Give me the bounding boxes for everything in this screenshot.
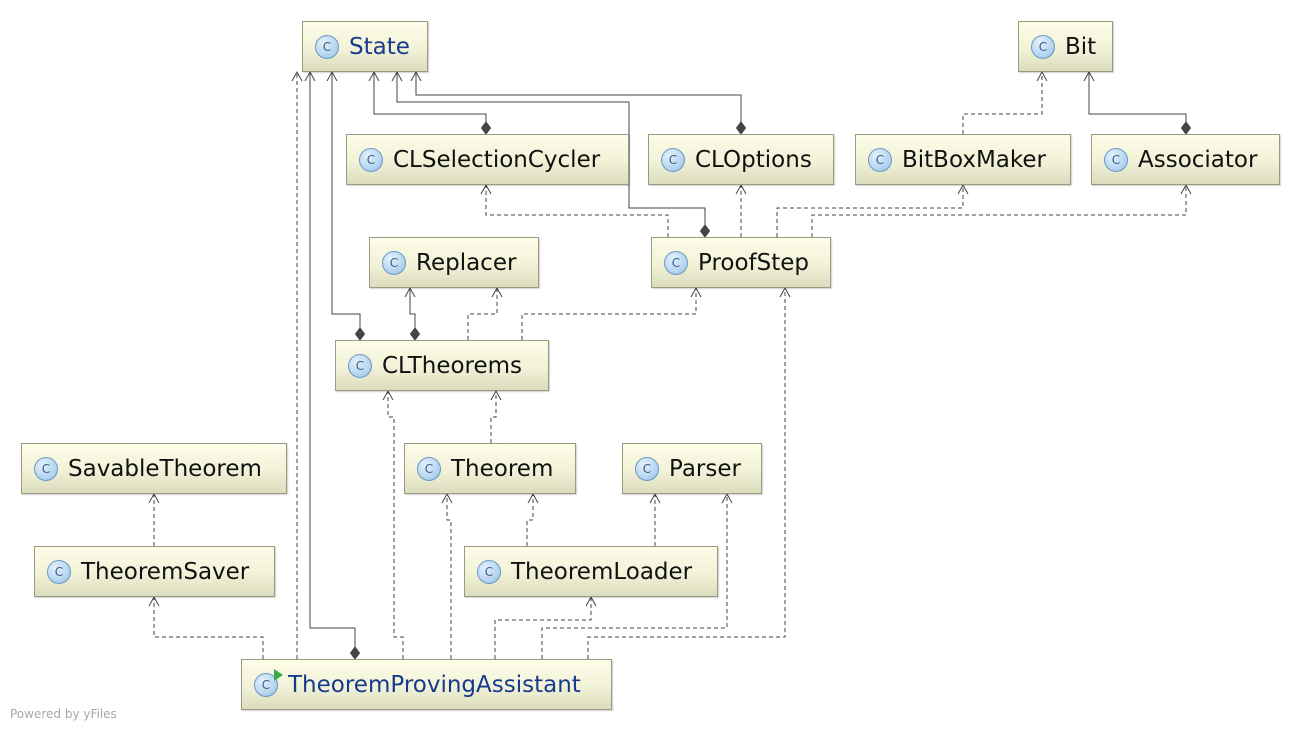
edge-composition-associator-to-bit [1083, 70, 1192, 135]
class-icon: C [315, 34, 339, 59]
edge-composition-theoremprovingassistant-to-state [304, 70, 361, 660]
node-theoremprovingassistant[interactable]: C TheoremProvingAssistant [241, 659, 612, 710]
node-label: Theorem [451, 455, 554, 482]
class-icon: C [868, 147, 892, 172]
edge-dependency-theoremsaver-to-savabletheorem [148, 492, 160, 546]
edge-dependency-theoremprovingassistant-to-cltheorems [382, 389, 404, 659]
node-label: ProofStep [698, 249, 810, 276]
node-label: State [349, 33, 410, 60]
edge-dependency-theoremprovingassistant-to-parser [541, 492, 733, 659]
edge-dependency-theoremprovingassistant-to-proofstep [587, 286, 791, 659]
node-theoremloader[interactable]: C TheoremLoader [464, 546, 718, 597]
node-savabletheorem[interactable]: C SavableTheorem [21, 443, 287, 494]
node-label: SavableTheorem [68, 455, 262, 482]
edge-dependency-cltheorems-to-proofstep [521, 286, 702, 340]
node-bitboxmaker[interactable]: C BitBoxMaker [855, 134, 1071, 185]
edge-dependency-theoremprovingassistant-to-theoremloader [494, 595, 597, 659]
edge-dependency-theoremloader-to-parser [649, 492, 661, 546]
edge-dependency-theorem-to-cltheorems [490, 389, 502, 443]
node-cloptions[interactable]: C CLOptions [648, 134, 834, 185]
node-clselectioncycler[interactable]: C CLSelectionCycler [346, 134, 629, 185]
node-label: Replacer [416, 249, 517, 276]
edge-composition-proofstep-to-state [391, 70, 711, 238]
class-icon: C [348, 353, 372, 378]
node-bit[interactable]: C Bit [1018, 21, 1113, 72]
powered-by-footer: Powered by yFiles [10, 707, 117, 721]
node-state[interactable]: C State [302, 21, 428, 72]
edge-dependency-proofstep-to-clselectioncycler [480, 183, 669, 237]
edge-composition-cloptions-to-state [410, 70, 747, 135]
edge-composition-cltheorems-to-replacer [404, 286, 421, 341]
node-label: CLTheorems [382, 352, 523, 379]
class-icon: C [661, 147, 685, 172]
node-cltheorems[interactable]: C CLTheorems [335, 340, 549, 391]
edge-dependency-theoremprovingassistant-to-theoremsaver [148, 595, 264, 659]
edge-dependency-theoremprovingassistant-to-state [291, 70, 303, 659]
class-icon: C [359, 147, 383, 172]
class-icon: C [47, 559, 71, 584]
edge-dependency-proofstep-to-bitboxmaker [776, 183, 969, 237]
class-icon: C [477, 559, 501, 584]
class-icon: C [635, 456, 659, 481]
node-replacer[interactable]: C Replacer [369, 237, 539, 288]
node-label: Associator [1138, 146, 1258, 173]
node-label: TheoremProvingAssistant [288, 671, 581, 698]
class-icon: C [417, 456, 441, 481]
class-icon: C [34, 456, 58, 481]
class-icon: C [1031, 34, 1055, 59]
node-label: TheoremSaver [81, 558, 250, 585]
edge-dependency-theoremloader-to-theorem [526, 492, 539, 546]
edge-dependency-cltheorems-to-replacer [467, 286, 503, 340]
node-label: BitBoxMaker [902, 146, 1046, 173]
node-theorem[interactable]: C Theorem [404, 443, 576, 494]
edge-dependency-proofstep-to-cloptions [735, 183, 747, 237]
node-label: CLOptions [695, 146, 812, 173]
class-icon: C [1104, 147, 1128, 172]
node-theoremsaver[interactable]: C TheoremSaver [34, 546, 275, 597]
node-associator[interactable]: C Associator [1091, 134, 1280, 185]
runnable-class-icon: C [254, 668, 283, 697]
edge-dependency-theoremprovingassistant-to-theorem [441, 492, 453, 659]
edge-composition-clselectioncycler-to-state [368, 70, 492, 135]
node-label: Parser [669, 455, 741, 482]
edge-dependency-proofstep-to-associator [811, 183, 1192, 237]
node-label: TheoremLoader [511, 558, 693, 585]
run-badge-icon [274, 668, 283, 681]
node-parser[interactable]: C Parser [622, 443, 762, 494]
node-label: CLSelectionCycler [393, 146, 601, 173]
node-proofstep[interactable]: C ProofStep [651, 237, 831, 288]
edge-dependency-bitboxmaker-to-bit [962, 70, 1048, 134]
class-icon: C [382, 250, 406, 275]
node-label: Bit [1065, 33, 1097, 60]
class-icon: C [664, 250, 688, 275]
edge-composition-cltheorems-to-state [326, 70, 366, 341]
